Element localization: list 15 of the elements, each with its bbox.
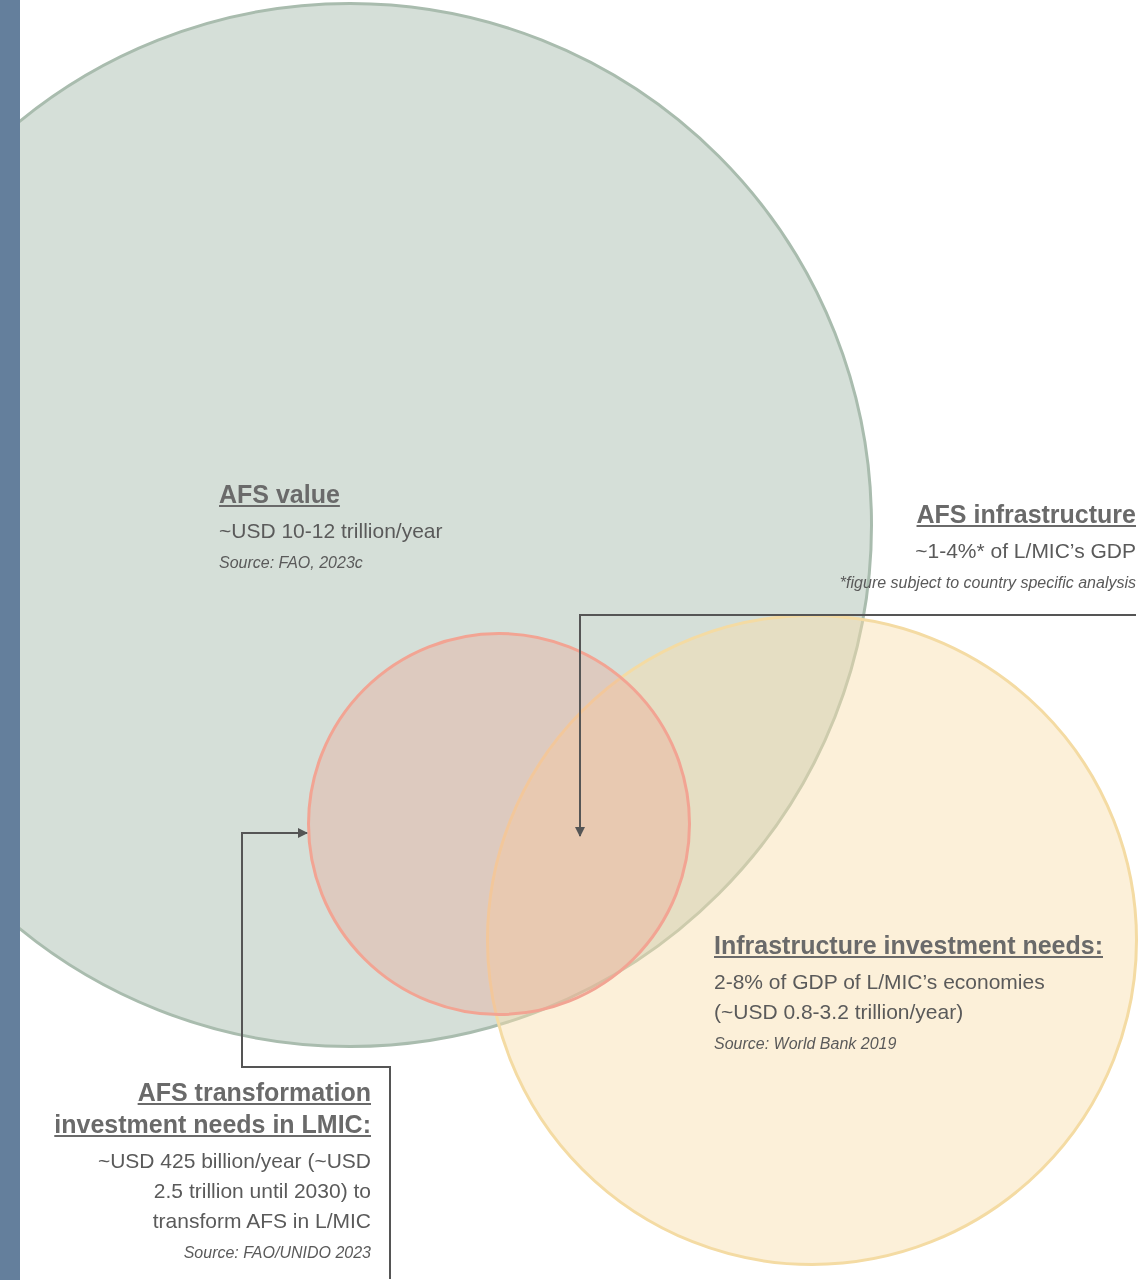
value-text: ~1-4%* of L/MIC’s GDP [914,538,1136,564]
leader-arrow [575,614,1137,837]
side-bar [0,0,20,1280]
section-heading: AFS infrastructure [915,499,1136,530]
value-text: ~USD 10-12 trillion/year [219,518,444,544]
source-note: Source: World Bank 2019 [714,1034,898,1054]
section-heading: AFS transformation investment needs in LMIC: [53,1077,371,1140]
section-heading: AFS value [219,479,341,510]
section-heading: Infrastructure investment needs: [714,930,1104,961]
leader-arrow [241,828,391,1280]
source-note: *figure subject to country specific analysis [838,573,1136,593]
value-text: ~USD 425 billion/year (~USD 2.5 trillion until 2030) to transform AFS in L/MIC [96,1148,371,1234]
source-note: Source: FAO, 2023c [219,553,364,573]
source-note: Source: FAO/UNIDO 2023 [182,1243,371,1263]
value-text: 2-8% of GDP of L/MIC’s economies (~USD 0.8-3.2 trillion/year) [714,969,1046,1025]
